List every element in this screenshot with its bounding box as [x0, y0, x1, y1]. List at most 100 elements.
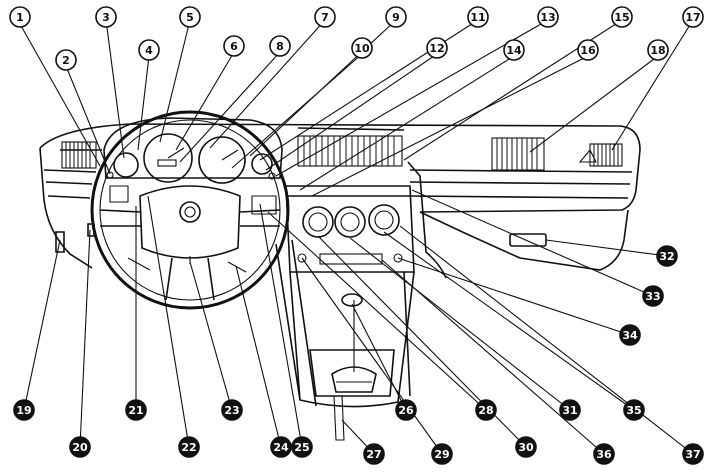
- callout-16: 16: [577, 39, 599, 61]
- callout-circle: [682, 443, 704, 465]
- callout-circle: [314, 6, 336, 28]
- callout-number: 31: [562, 404, 577, 417]
- steering-column: [275, 239, 317, 407]
- callout-8: 8: [269, 35, 291, 57]
- callout-circle: [125, 399, 147, 421]
- callout-circle: [475, 399, 497, 421]
- callout-3: 3: [95, 6, 117, 28]
- callout-number: 16: [580, 44, 596, 57]
- heater-knob-left: [302, 206, 334, 238]
- callout-10: 10: [351, 37, 373, 59]
- callout-circle: [682, 6, 704, 28]
- callout-12: 12: [426, 37, 448, 59]
- callout-21: 21: [125, 399, 147, 421]
- callout-4: 4: [138, 39, 160, 61]
- callout-circle: [537, 6, 559, 28]
- callout-number: 3: [102, 11, 110, 24]
- callout-28: 28: [475, 399, 497, 421]
- callout-number: 2: [62, 54, 70, 67]
- right-vent-outer: [589, 143, 623, 167]
- right-vent-inner: [491, 137, 545, 171]
- callout-1: 1: [9, 6, 31, 28]
- left-knee-switch: [55, 231, 65, 253]
- callout-18: 18: [647, 39, 669, 61]
- callout-15: 15: [611, 6, 633, 28]
- small-gauge-right: [251, 153, 273, 175]
- callout-30: 30: [515, 436, 537, 458]
- callout-circle: [656, 245, 678, 267]
- callout-circle: [467, 6, 489, 28]
- center-console: [285, 185, 415, 441]
- callout-20: 20: [69, 436, 91, 458]
- callout-number: 12: [429, 42, 444, 55]
- callout-circle: [178, 436, 200, 458]
- callout-circle: [385, 6, 407, 28]
- callout-number: 24: [273, 441, 289, 454]
- callout-circle: [291, 436, 313, 458]
- left-vent: [61, 141, 97, 169]
- callout-circle: [351, 37, 373, 59]
- callout-circle: [179, 6, 201, 28]
- heater-knob-right: [368, 204, 400, 236]
- callout-number: 33: [645, 290, 660, 303]
- callout-number: 5: [186, 11, 194, 24]
- callout-number: 13: [540, 11, 555, 24]
- callout-number: 23: [224, 404, 239, 417]
- callout-circle: [95, 6, 117, 28]
- callout-circle: [270, 436, 292, 458]
- callout-32: 32: [656, 245, 678, 267]
- callout-number: 10: [354, 42, 370, 55]
- callout-circle: [138, 39, 160, 61]
- callout-number: 19: [16, 404, 31, 417]
- small-gauge-left: [113, 152, 139, 178]
- callout-23: 23: [221, 399, 243, 421]
- callout-27: 27: [363, 443, 385, 465]
- callout-number: 22: [181, 441, 196, 454]
- callout-circle: [13, 399, 35, 421]
- callout-circle: [559, 399, 581, 421]
- callout-5: 5: [179, 6, 201, 28]
- callout-circle: [503, 39, 525, 61]
- callout-number: 29: [434, 448, 449, 461]
- callout-25: 25: [291, 436, 313, 458]
- gear-knob: [341, 293, 363, 307]
- horn-emblem: [179, 201, 201, 223]
- callout-35: 35: [623, 399, 645, 421]
- heater-knob-center: [334, 206, 366, 238]
- callout-7: 7: [314, 6, 336, 28]
- callout-number: 35: [626, 404, 641, 417]
- left-stalk-switch: [109, 185, 129, 203]
- right-stalk-switch: [251, 195, 277, 215]
- dashboard-body: [39, 123, 641, 271]
- callout-circle: [619, 324, 641, 346]
- shift-boot: [331, 366, 377, 393]
- callout-circle: [431, 443, 453, 465]
- callout-14: 14: [503, 39, 525, 61]
- callout-number: 7: [321, 11, 329, 24]
- callout-number: 32: [659, 250, 674, 263]
- callout-circle: [69, 436, 91, 458]
- callout-circle: [223, 35, 245, 57]
- callout-circle: [577, 39, 599, 61]
- callout-22: 22: [178, 436, 200, 458]
- callout-31: 31: [559, 399, 581, 421]
- callout-2: 2: [55, 49, 77, 71]
- callout-circle: [515, 436, 537, 458]
- callout-circle: [593, 443, 615, 465]
- callout-number: 36: [596, 448, 612, 461]
- callout-circle: [55, 49, 77, 71]
- callout-circle: [623, 399, 645, 421]
- callout-6: 6: [223, 35, 245, 57]
- leader-lines: [19, 19, 694, 455]
- callout-number: 21: [128, 404, 143, 417]
- callout-circle: [647, 39, 669, 61]
- callout-number: 27: [366, 448, 381, 461]
- callout-number: 20: [72, 441, 88, 454]
- callout-number: 37: [685, 448, 700, 461]
- callout-circle: [642, 285, 664, 307]
- callout-number: 11: [470, 11, 485, 24]
- callout-number: 6: [230, 40, 238, 53]
- callout-circle: [363, 443, 385, 465]
